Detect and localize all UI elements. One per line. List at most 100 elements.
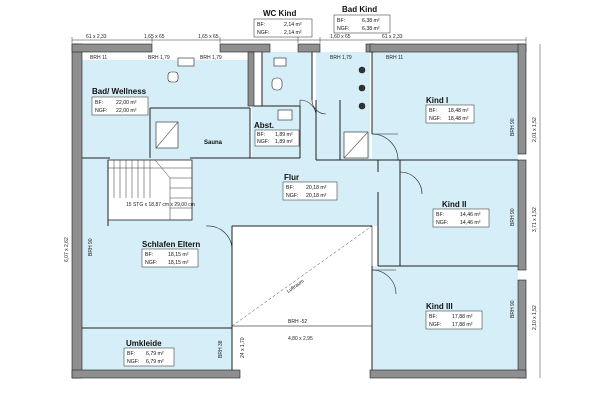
- svg-text:NGF:: NGF:: [145, 260, 157, 266]
- sink-bad-kind-1: [358, 66, 366, 74]
- brh-38-label: BRH 38: [218, 340, 224, 358]
- luftraum-void: Luftraum BRH -52 4,80 x 2,95: [231, 225, 373, 342]
- svg-text:1,89 m²: 1,89 m²: [275, 139, 293, 145]
- svg-text:NGF:: NGF:: [127, 359, 139, 365]
- svg-text:NGF:: NGF:: [429, 322, 441, 328]
- right-dim-3: 2,10 x 1,52: [532, 305, 538, 330]
- stairs-label: 15 STG x 18,87 cm x 29,00 cm: [126, 202, 195, 208]
- left-dim-607-262: 6,07 x 2,62: [64, 237, 70, 262]
- svg-text:BF:: BF:: [429, 314, 437, 320]
- label-bad-wellness: Bad/ Wellness BF: 22,00 m² NGF: 22,00 m²: [91, 87, 149, 116]
- walls: [71, 43, 527, 379]
- svg-text:Bad/ Wellness: Bad/ Wellness: [92, 87, 147, 96]
- svg-text:2,14 m²: 2,14 m²: [284, 22, 302, 28]
- right-dim-1: 2,01 x 1,52: [532, 117, 538, 142]
- svg-text:Kind III: Kind III: [426, 302, 453, 311]
- svg-text:18,48 m²: 18,48 m²: [448, 108, 469, 114]
- svg-text:Kind II: Kind II: [442, 200, 466, 209]
- svg-text:NGF:: NGF:: [286, 193, 298, 199]
- svg-text:Bad Kind: Bad Kind: [342, 5, 377, 14]
- svg-text:18,48 m²: 18,48 m²: [448, 116, 469, 122]
- svg-text:2,14 m²: 2,14 m²: [284, 30, 302, 36]
- label-kind-1: Kind I BF: 18,48 m² NGF: 18,48 m²: [425, 96, 475, 124]
- right-brh-1: BRH 90: [510, 118, 516, 136]
- label-kind-3: Kind III BF: 17,88 m² NGF: 17,88 m²: [425, 302, 483, 330]
- brh-52-label: BRH -52: [288, 319, 307, 325]
- top-brh-3: BRH 1,79: [200, 55, 222, 61]
- svg-text:BF:: BF:: [127, 351, 135, 357]
- shelf-abst: [277, 109, 293, 121]
- fixtures: [155, 57, 369, 159]
- svg-text:BF:: BF:: [257, 132, 265, 138]
- svg-text:17,88 m²: 17,88 m²: [452, 322, 473, 328]
- svg-text:6,79 m²: 6,79 m²: [146, 351, 164, 357]
- top-dimension-line: [71, 37, 527, 43]
- label-wc-kind: WC Kind BF: 2,14 m² NGF: 2,14 m²: [253, 9, 313, 38]
- svg-text:NGF:: NGF:: [436, 220, 448, 226]
- right-brh-3: BRH 90: [510, 300, 516, 318]
- sink-wc: [273, 57, 287, 67]
- svg-text:6,38 m²: 6,38 m²: [362, 18, 380, 24]
- room-left-strip: [82, 158, 108, 228]
- svg-text:Flur: Flur: [284, 173, 299, 182]
- internal-walls: [82, 52, 518, 370]
- svg-text:Abst.: Abst.: [254, 121, 274, 130]
- sink-wellness: [177, 57, 195, 67]
- svg-text:22,00 m²: 22,00 m²: [116, 100, 137, 106]
- label-flur: Flur BF: 20,18 m² NGF: 20,18 m²: [282, 173, 338, 201]
- label-bad-kind: Bad Kind BF: 6,38 m² NGF: 6,38 m²: [333, 5, 391, 34]
- doors: [205, 99, 423, 295]
- svg-text:NGF:: NGF:: [429, 116, 441, 122]
- svg-text:NGF:: NGF:: [257, 30, 269, 36]
- svg-text:1,89 m²: 1,89 m²: [275, 132, 293, 138]
- sink-bad-kind-3: [358, 102, 366, 110]
- svg-text:NGF:: NGF:: [95, 108, 107, 114]
- svg-text:20,18 m²: 20,18 m²: [306, 185, 327, 191]
- right-brh-2: BRH 90: [510, 208, 516, 226]
- top-dim-2: 1,65 x 65: [144, 34, 165, 40]
- svg-text:NGF:: NGF:: [337, 26, 349, 32]
- svg-text:18,15 m²: 18,15 m²: [168, 252, 189, 258]
- dim-24-170-label: 24 x 1,70: [240, 337, 246, 358]
- svg-text:6,79 m²: 6,79 m²: [146, 359, 164, 365]
- toilet-wc: [271, 77, 283, 91]
- dim-480-295-label: 4,80 x 2,95: [288, 336, 313, 342]
- top-brh-4: BRH 1,79: [330, 55, 352, 61]
- toilet-wellness: [167, 71, 179, 83]
- svg-text:6,38 m²: 6,38 m²: [362, 26, 380, 32]
- svg-text:20,18 m²: 20,18 m²: [306, 193, 327, 199]
- label-umkleide: Umkleide BF: 6,79 m² NGF: 6,79 m²: [123, 339, 175, 367]
- top-dim-3: 1,65 x 65: [198, 34, 219, 40]
- svg-text:Umkleide: Umkleide: [126, 339, 162, 348]
- svg-text:Schlafen Eltern: Schlafen Eltern: [142, 240, 200, 249]
- sink-bad-kind-2: [358, 84, 366, 92]
- top-dim-5: 61 x 2,33: [382, 34, 403, 40]
- top-dim-1: 61 x 2,33: [86, 34, 107, 40]
- label-abst: Abst. BF: 1,89 m² NGF: 1,89 m²: [254, 121, 300, 147]
- svg-text:BF:: BF:: [145, 252, 153, 258]
- left-brh-90: BRH 90: [88, 238, 94, 256]
- svg-text:17,88 m²: 17,88 m²: [452, 314, 473, 320]
- svg-text:14,46 m²: 14,46 m²: [460, 212, 481, 218]
- top-brh-1: BRH 11: [90, 55, 107, 61]
- svg-text:WC Kind: WC Kind: [263, 9, 296, 18]
- svg-text:BF:: BF:: [337, 18, 345, 24]
- room-wc-kind: [262, 52, 312, 106]
- svg-text:Kind I: Kind I: [426, 96, 448, 105]
- top-brh-2: BRH 1,79: [148, 55, 170, 61]
- svg-text:BF:: BF:: [257, 22, 265, 28]
- svg-text:BF:: BF:: [95, 100, 103, 106]
- top-brh-5: BRH 11: [386, 55, 403, 61]
- label-schlafen-eltern: Schlafen Eltern BF: 18,15 m² NGF: 18,15 …: [141, 240, 200, 268]
- svg-text:NGF:: NGF:: [257, 139, 269, 145]
- staircase: 15 STG x 18,87 cm x 29,00 cm: [107, 159, 195, 221]
- label-kind-2: Kind II BF: 14,46 m² NGF: 14,46 m²: [432, 200, 490, 228]
- svg-text:18,15 m²: 18,15 m²: [168, 260, 189, 266]
- svg-text:14,46 m²: 14,46 m²: [460, 220, 481, 226]
- right-dim-2: 3,71 x 1,52: [532, 207, 538, 232]
- top-dim-4: 1,60 x 65: [330, 34, 351, 40]
- svg-text:BF:: BF:: [429, 108, 437, 114]
- svg-text:BF:: BF:: [436, 212, 444, 218]
- label-sauna: Sauna: [204, 140, 223, 146]
